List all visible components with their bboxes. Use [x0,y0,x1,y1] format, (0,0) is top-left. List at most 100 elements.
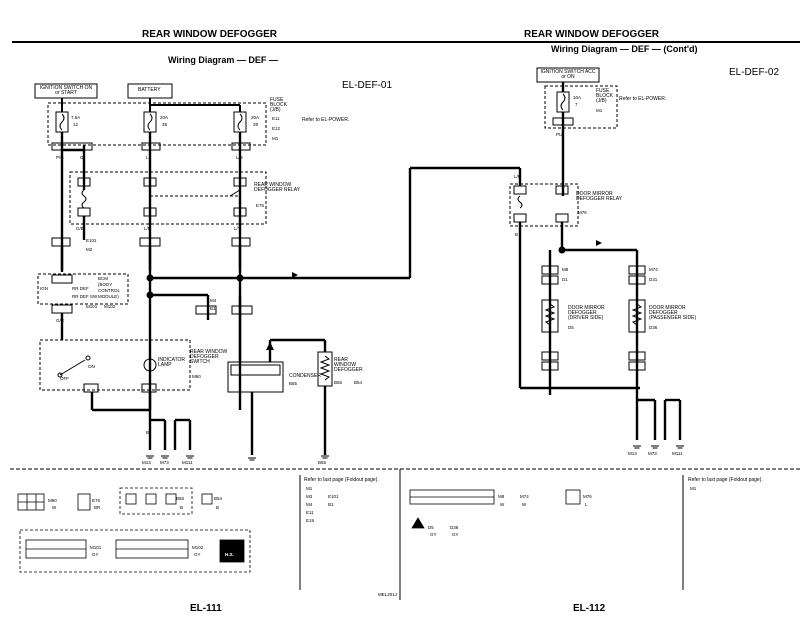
right-wire-pu: PU [556,132,563,137]
rfc-d5: D5 [428,525,434,530]
right-relay-label: DOOR MIRROR DEFOGGER RELAY [576,191,623,202]
right-title: REAR WINDOW DEFOGGER [524,29,659,40]
fc-b55-color: B [180,505,184,510]
refer-power-label: Refer to EL-POWER. [302,117,350,123]
rfc-m76-color: L [585,502,588,507]
fuse-conn-1: E11 [272,116,280,121]
defogger-conn-2: B54 [354,380,363,385]
fc-b54-color: B [216,505,220,510]
rfc-m74: M74 [520,494,529,499]
bcm-pin-rr-def-sw: RR DEF SW [72,294,98,299]
footer-connectors [17,487,581,573]
driver-defogger-label: DOOR MIRROR DEFOGGER (DRIVER SIDE) [568,305,605,321]
fc-b55: B55 [176,496,185,501]
wire-gb: G/B [76,226,84,231]
fuse-1-amp: 7.5A [71,115,81,120]
relay-conn: E76 [256,203,265,208]
fc-m60-color: W [52,505,57,510]
wire-l: L [146,155,149,160]
right-wire-b: B [515,232,519,237]
ignition-switch-box [34,83,98,99]
rfc-d36-color: GY [452,532,459,537]
bcm-line-2: (BODY [98,282,113,287]
ignition-switch-label: IGNITION SWITCH ON or START [39,85,93,96]
fc-e76: E76 [92,498,101,503]
left-footer-conn-2: M3 [306,494,313,499]
right-fuse-num: 7 [575,102,578,107]
fuse-2-amp: 20A [160,115,169,120]
fuse-conn-3: M1 [272,136,279,141]
wire-ly: L/Y [234,226,241,231]
fc-hs: H.S. [225,552,234,557]
drawing-mark: MEL201J [378,592,398,597]
battery-label: BATTERY [138,87,161,93]
left-page-number: EL-111 [190,603,222,614]
switch-conn: M60 [192,374,201,379]
right-fuse-block-label: FUSE BLOCK (J/B) [596,88,613,104]
right-page-number: EL-112 [573,603,606,614]
right-ignition-label: IGNITION SWITCH ACC or ON [540,69,596,80]
defogger-label: REAR WINDOW DEFOGGER [334,357,363,373]
passenger-conn: D36 [649,325,658,330]
left-footer-refer: Refer to last page (Foldout page). [304,477,379,483]
condenser-conn: B55 [289,381,298,386]
mid-conn-3: M4 [210,298,217,303]
wire-g: G [80,155,84,160]
right-footer-refer: Refer to last page (Foldout page). [688,477,763,483]
fc-m60: M60 [48,498,57,503]
wire-lb: L/B [236,155,243,160]
bcm-line-4: MODULE) [98,294,119,299]
relay-label: REAR WINDOW DEFOGGER RELAY [254,182,301,193]
rfc-d5-color: GY [430,532,437,537]
right-wire-lr: L/R [514,174,522,179]
right-subtitle: Wiring Diagram — DEF — (Cont'd) [551,44,698,54]
fuse-3-num: 39 [253,122,259,127]
fc-b54: B54 [214,496,223,501]
bcm-pin-ign: IGN [40,286,49,291]
left-footer-conn-3: M4 [306,502,313,507]
mid-conn-4: B1 [210,306,216,311]
rfc-m74-color: W [522,502,527,507]
ground-m111: M111 [182,460,193,465]
rfc-m76: M76 [583,494,592,499]
fuse-block-label: FUSE BLOCK (J/B) [270,97,287,113]
ground-m13: M13 [142,460,151,465]
right-refer-power: Refer to EL-POWER. [619,96,667,102]
mid-conn-1: E101 [86,238,97,243]
mid-conn-2: M2 [86,247,93,252]
bcm-conn-2: M102 [104,304,116,309]
ground-b55: B55 [318,460,327,465]
wire-gr: G/R [56,318,65,323]
fuse-1-num: 12 [73,122,79,127]
left-circuit [34,83,520,461]
driver-conn: D5 [568,325,574,330]
bcm-line-3: CONTROL [98,288,121,293]
fc-m101: M101 [90,545,102,550]
left-footer-conn-6: E101 [328,494,339,499]
right-footer-conn-1: M1 [690,486,697,491]
wire-b-ground: B [146,430,150,435]
left-footer-conn-5: E19 [306,518,315,523]
right-conn-d1: D1 [562,277,568,282]
left-footer-conn-7: B1 [328,502,334,507]
bcm-pin-rr-def: RR DEF [72,286,89,291]
right-diagram-code: EL-DEF-02 [729,67,780,78]
left-footer-conn-1: M1 [306,486,313,491]
right-ground-m13: M13 [628,451,637,456]
fc-m101-color: GY [92,552,99,557]
rfc-m8-color: W [500,502,505,507]
right-circuit [509,67,684,449]
right-conn-m8: M8 [562,267,569,272]
switch-on: ON [88,364,95,369]
fc-m102: M102 [192,545,204,550]
rfc-d36: D36 [450,525,459,530]
left-diagram-code: EL-DEF-01 [342,80,393,91]
bcm-conn-1: M101 [86,304,98,309]
fuse-2-num: 38 [162,122,168,127]
right-fuse-conn: M1 [596,108,603,113]
condenser-label: CONDENSER [289,373,321,379]
fuse-3-amp: 20A [251,115,260,120]
bcm-line-1: BCM [98,276,108,281]
right-relay-conn: M76 [578,210,587,215]
